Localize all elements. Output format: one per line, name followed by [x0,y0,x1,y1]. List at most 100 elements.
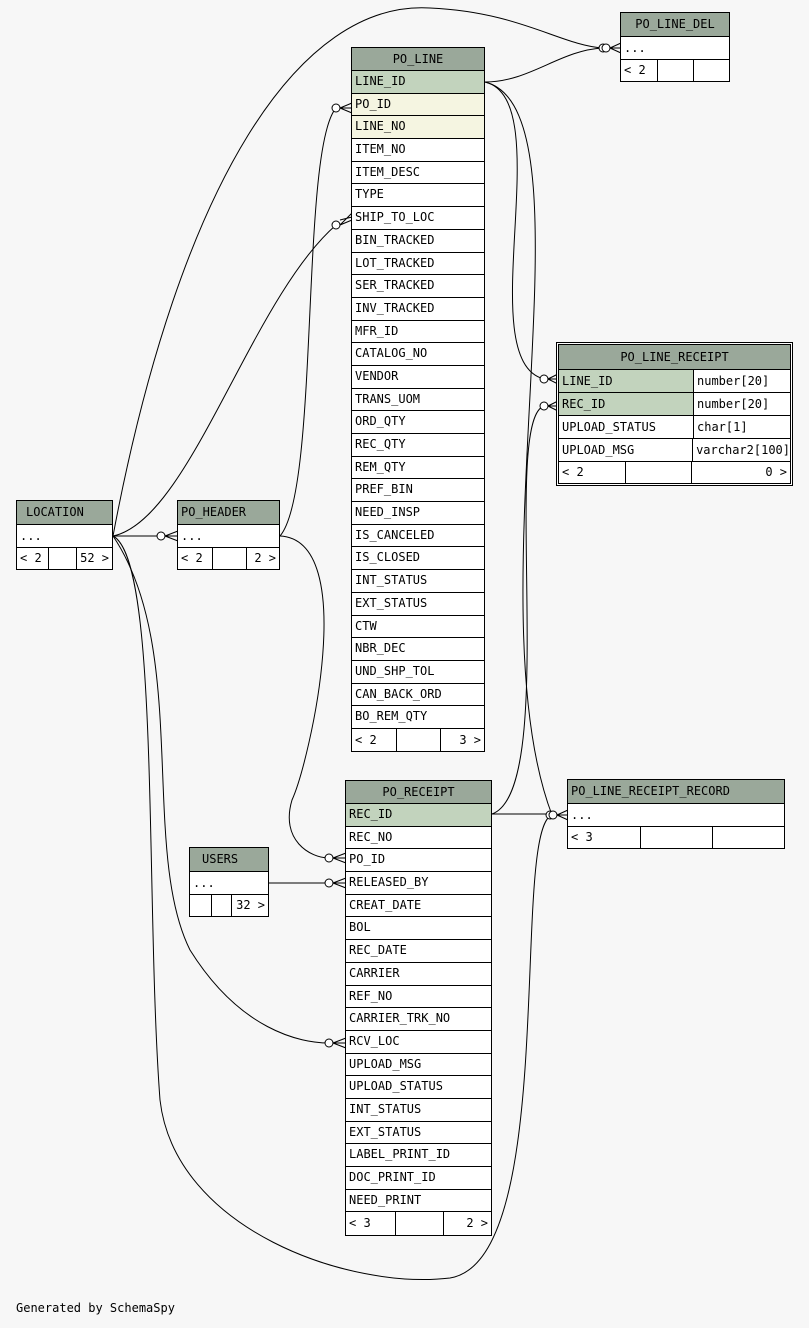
column-row[interactable]: NBR_DEC [352,638,484,661]
column-row[interactable]: LABEL_PRINT_ID [346,1144,491,1167]
column-row[interactable]: VENDOR [352,366,484,389]
column-name: UPLOAD_STATUS [559,416,694,438]
column-row[interactable]: TYPE [352,184,484,208]
table-title[interactable]: LOCATION [17,501,112,525]
column-row[interactable]: INT_STATUS [346,1099,491,1122]
column-row[interactable]: UPLOAD_MSG [346,1054,491,1077]
column-row[interactable]: LOT_TRACKED [352,253,484,276]
column-row[interactable]: REC_NO [346,827,491,850]
table-title[interactable]: PO_LINE_RECEIPT_RECORD [568,780,784,804]
column-row[interactable]: SER_TRACKED [352,275,484,298]
row-count [397,728,441,752]
edge-po-line-po-line-receipt [484,81,545,380]
parents-count[interactable]: < 2 [352,728,397,752]
columns-placeholder: ... [568,804,784,827]
table-footer: < 3 [568,827,784,848]
column-row[interactable]: LINE_ID [352,71,484,94]
column-row[interactable]: DOC_PRINT_ID [346,1167,491,1190]
columns-placeholder: ... [190,872,268,895]
row-count [641,827,713,848]
column-row[interactable]: BOL [346,917,491,941]
column-row[interactable]: ORD_QTY [352,411,484,434]
column-row[interactable]: BO_REM_QTY [352,706,484,729]
parents-count[interactable]: < 2 [17,548,49,569]
generated-by-note: Generated by SchemaSpy [16,1301,175,1315]
edge-po-header-po-receipt [279,535,330,859]
table-location[interactable]: LOCATION ... < 2 52 > [16,500,113,570]
column-row[interactable]: ITEM_NO [352,139,484,162]
table-po-line-receipt-record[interactable]: PO_LINE_RECEIPT_RECORD ... < 3 [567,779,785,849]
table-po-line-del[interactable]: PO_LINE_DEL ... < 2 [620,12,730,82]
table-title[interactable]: PO_RECEIPT [346,781,491,804]
children-count[interactable]: 2 > [254,551,276,565]
table-footer: < 3 2 > [346,1212,491,1236]
column-row[interactable]: ITEM_DESC [352,162,484,185]
column-row[interactable]: SHIP_TO_LOC [352,207,484,230]
children-count[interactable]: 52 > [80,551,109,565]
column-row[interactable]: NEED_PRINT [346,1190,491,1213]
children-count[interactable]: 0 > [765,465,787,479]
column-row[interactable]: CAN_BACK_ORD [352,684,484,707]
children-count[interactable]: 2 > [466,1216,488,1231]
column-row[interactable]: PREF_BIN [352,479,484,503]
column-row[interactable]: CTW [352,616,484,639]
table-footer: < 2 [621,60,729,81]
row-count [626,462,692,484]
children-count[interactable]: 32 > [236,898,265,912]
column-row[interactable]: TRANS_UOM [352,389,484,412]
column-row[interactable]: EXT_STATUS [352,593,484,616]
table-title[interactable]: PO_LINE_RECEIPT [559,345,790,370]
column-row[interactable]: UND_SHP_TOL [352,661,484,684]
column-row[interactable]: IS_CANCELED [352,525,484,548]
column-row[interactable]: EXT_STATUS [346,1122,491,1145]
column-row[interactable]: INV_TRACKED [352,298,484,321]
column-row[interactable]: REF_NO [346,986,491,1009]
parents-count[interactable]: < 2 [621,60,658,81]
column-row[interactable]: PO_ID [352,93,484,117]
column-row[interactable]: CARRIER_TRK_NO [346,1008,491,1031]
table-po-header[interactable]: PO_HEADER ... < 2 2 > [177,500,280,570]
edge-location-po-line-del [112,7,604,537]
column-row[interactable]: UPLOAD_STATUS [346,1076,491,1099]
column-type: number[20] [697,397,770,411]
column-row[interactable]: PO_ID [346,849,491,873]
table-footer: < 2 52 > [17,548,112,569]
column-row[interactable]: NEED_INSP [352,502,484,525]
column-row[interactable]: MFR_ID [352,321,484,344]
column-row[interactable]: BIN_TRACKED [352,230,484,253]
column-row[interactable]: REM_QTY [352,457,484,480]
column-row[interactable]: LINE_NO [352,116,484,140]
parents-count[interactable]: < 2 [559,462,626,484]
table-users[interactable]: USERS ... 32 > [189,847,269,917]
row-count [396,1212,444,1236]
column-row[interactable]: REC_ID [346,804,491,827]
table-title[interactable]: PO_HEADER [178,501,279,525]
parents-count[interactable]: < 3 [346,1212,396,1236]
parents-count[interactable]: < 2 [178,548,213,569]
column-row[interactable]: REC_DATE [346,940,491,963]
column-row[interactable]: RCV_LOC [346,1031,491,1054]
edge-location-po-line-ship-to-loc [112,224,337,537]
table-title[interactable]: PO_LINE_DEL [621,13,729,37]
column-row[interactable]: CARRIER [346,963,491,986]
column-row[interactable]: IS_CLOSED [352,547,484,571]
table-title[interactable]: USERS [190,848,268,872]
column-row[interactable]: INT_STATUS [352,570,484,593]
column-row[interactable]: RELEASED_BY [346,872,491,895]
column-row[interactable]: CATALOG_NO [352,343,484,366]
parents-count[interactable]: < 3 [568,827,641,848]
column-name: UPLOAD_MSG [559,439,694,461]
table-title[interactable]: PO_LINE [352,48,484,71]
children-count[interactable]: 3 > [459,732,481,747]
column-row[interactable]: REC_QTY [352,434,484,457]
column-row[interactable]: CREAT_DATE [346,895,491,918]
children-count [713,827,784,848]
columns-placeholder: ... [621,37,729,60]
